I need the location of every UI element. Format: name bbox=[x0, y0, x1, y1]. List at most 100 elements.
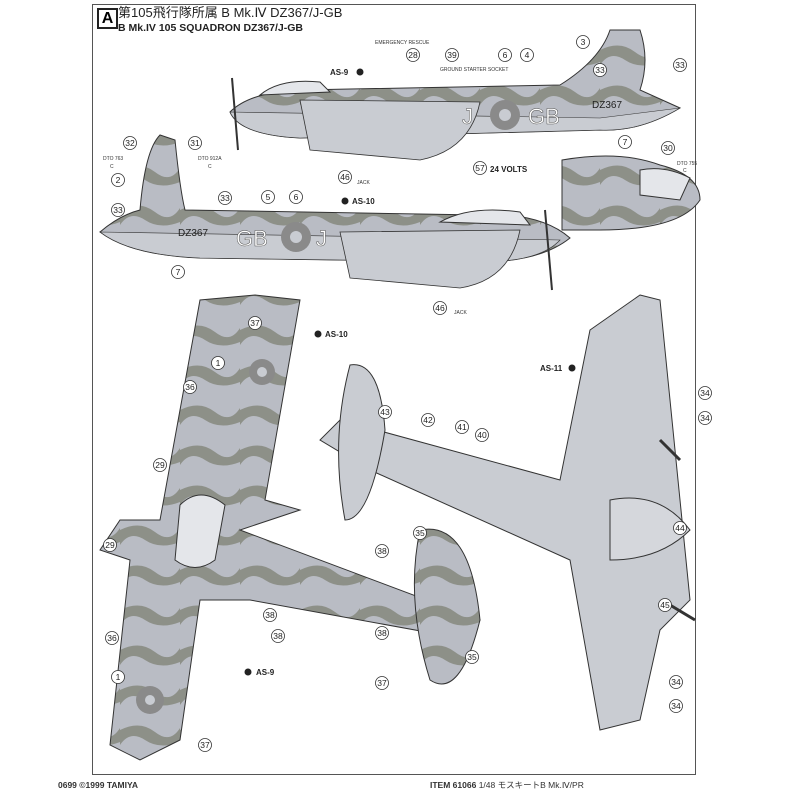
callout-33: 33 bbox=[593, 63, 607, 77]
callout-36: 36 bbox=[183, 380, 197, 394]
callout-label: 40 bbox=[477, 430, 487, 440]
callout-circle bbox=[211, 356, 225, 370]
callout-circle bbox=[465, 650, 479, 664]
callout-label: 29 bbox=[155, 460, 165, 470]
callout-label: 38 bbox=[273, 631, 283, 641]
callout-36: 36 bbox=[105, 631, 119, 645]
callout-label: 57 bbox=[475, 163, 485, 173]
callout-31: 31 bbox=[188, 136, 202, 150]
callout-39: 39 bbox=[445, 48, 459, 62]
callout-label: 36 bbox=[107, 633, 117, 643]
callout-circle bbox=[455, 420, 469, 434]
callout-33: 33 bbox=[111, 203, 125, 217]
callout-34: 34 bbox=[669, 675, 683, 689]
callout-circle bbox=[445, 48, 459, 62]
callout-35: 35 bbox=[413, 526, 427, 540]
callout-circle bbox=[673, 58, 687, 72]
callout-label: 38 bbox=[265, 610, 275, 620]
footer-copyright: 0699 ©1999 TAMIYA bbox=[58, 780, 138, 790]
callout-label: 33 bbox=[113, 205, 123, 215]
callout-circle bbox=[153, 458, 167, 472]
callout-6: 6 bbox=[498, 48, 512, 62]
callout-circle bbox=[198, 738, 212, 752]
footer-item: ITEM 61066 1/48 モスキートB Mk.Ⅳ/PR bbox=[430, 780, 584, 790]
callout-label: 28 bbox=[408, 50, 418, 60]
callout-6: 6 bbox=[289, 190, 303, 204]
callout-label: 37 bbox=[377, 678, 387, 688]
callout-circle bbox=[498, 48, 512, 62]
callout-circle bbox=[123, 136, 137, 150]
callout-label: 34 bbox=[700, 388, 710, 398]
title-english: B Mk.IV 105 SQUADRON DZ367/J-GB bbox=[118, 22, 303, 34]
callout-40: 40 bbox=[475, 428, 489, 442]
stencil-dto755: DTO 755 bbox=[677, 161, 697, 167]
callout-29: 29 bbox=[103, 538, 117, 552]
side-view-right: J GB DZ367 24 VOLTS EMERGENCY RESCUE GRO… bbox=[229, 29, 682, 174]
mark-as9: AS-9 bbox=[256, 668, 275, 677]
callout-41: 41 bbox=[455, 420, 469, 434]
kit-name: 1/48 モスキートB Mk.Ⅳ/PR bbox=[478, 780, 584, 790]
mark-as10: AS-10 bbox=[325, 330, 348, 339]
callout-46: 46 bbox=[433, 301, 447, 315]
callout-label: 46 bbox=[435, 303, 445, 313]
callout-38: 38 bbox=[263, 608, 277, 622]
callout-7: 7 bbox=[618, 135, 632, 149]
callout-circle bbox=[576, 35, 590, 49]
jack-note: JACK bbox=[357, 180, 370, 186]
callout-30: 30 bbox=[661, 141, 675, 155]
callout-1: 1 bbox=[111, 670, 125, 684]
callout-label: 39 bbox=[447, 50, 457, 60]
callout-circle bbox=[171, 265, 185, 279]
callout-label: 36 bbox=[185, 382, 195, 392]
code-letter: J bbox=[462, 104, 473, 129]
callout-7: 7 bbox=[171, 265, 185, 279]
callout-circle bbox=[105, 631, 119, 645]
copyright: ©1999 TAMIYA bbox=[79, 780, 138, 790]
callout-label: 3 bbox=[581, 37, 586, 47]
callout-42: 42 bbox=[421, 413, 435, 427]
callout-circle bbox=[375, 544, 389, 558]
callout-label: 7 bbox=[176, 267, 181, 277]
mark-as11: AS-11 bbox=[540, 364, 563, 373]
stencil-dto763: DTO 763 bbox=[103, 156, 123, 162]
callout-circle bbox=[263, 608, 277, 622]
callout-label: 37 bbox=[200, 740, 210, 750]
callout-label: 34 bbox=[700, 413, 710, 423]
stencil-c: C bbox=[683, 168, 687, 174]
callout-circle bbox=[111, 670, 125, 684]
callout-label: 37 bbox=[250, 318, 260, 328]
callout-label: 29 bbox=[105, 540, 115, 550]
callout-2: 2 bbox=[111, 173, 125, 187]
callout-35: 35 bbox=[465, 650, 479, 664]
callout-label: 43 bbox=[380, 407, 390, 417]
callout-circle bbox=[698, 411, 712, 425]
callout-46: 46 bbox=[338, 170, 352, 184]
stencil-dto912a: DTO 912A bbox=[198, 156, 222, 162]
callout-1: 1 bbox=[211, 356, 225, 370]
callout-5: 5 bbox=[261, 190, 275, 204]
special-marks: AS-9 AS-10 AS-10 AS-9 AS-11 bbox=[244, 68, 576, 677]
callout-circle bbox=[338, 170, 352, 184]
callout-circle bbox=[520, 48, 534, 62]
callout-circle bbox=[669, 699, 683, 713]
mark-as10: AS-10 bbox=[352, 197, 375, 206]
callout-label: 1 bbox=[116, 672, 121, 682]
callout-circle bbox=[618, 135, 632, 149]
callout-34: 34 bbox=[698, 386, 712, 400]
callout-37: 37 bbox=[248, 316, 262, 330]
callout-34: 34 bbox=[698, 411, 712, 425]
callout-28: 28 bbox=[406, 48, 420, 62]
callout-label: 6 bbox=[503, 50, 508, 60]
mark-as9: AS-9 bbox=[330, 68, 349, 77]
callout-circle bbox=[188, 136, 202, 150]
code-letters: GB bbox=[236, 226, 268, 251]
callout-38: 38 bbox=[375, 626, 389, 640]
stencil-c: C bbox=[208, 164, 212, 170]
callout-29: 29 bbox=[153, 458, 167, 472]
callout-label: 41 bbox=[457, 422, 467, 432]
callout-circle bbox=[218, 191, 232, 205]
callout-circle bbox=[593, 63, 607, 77]
